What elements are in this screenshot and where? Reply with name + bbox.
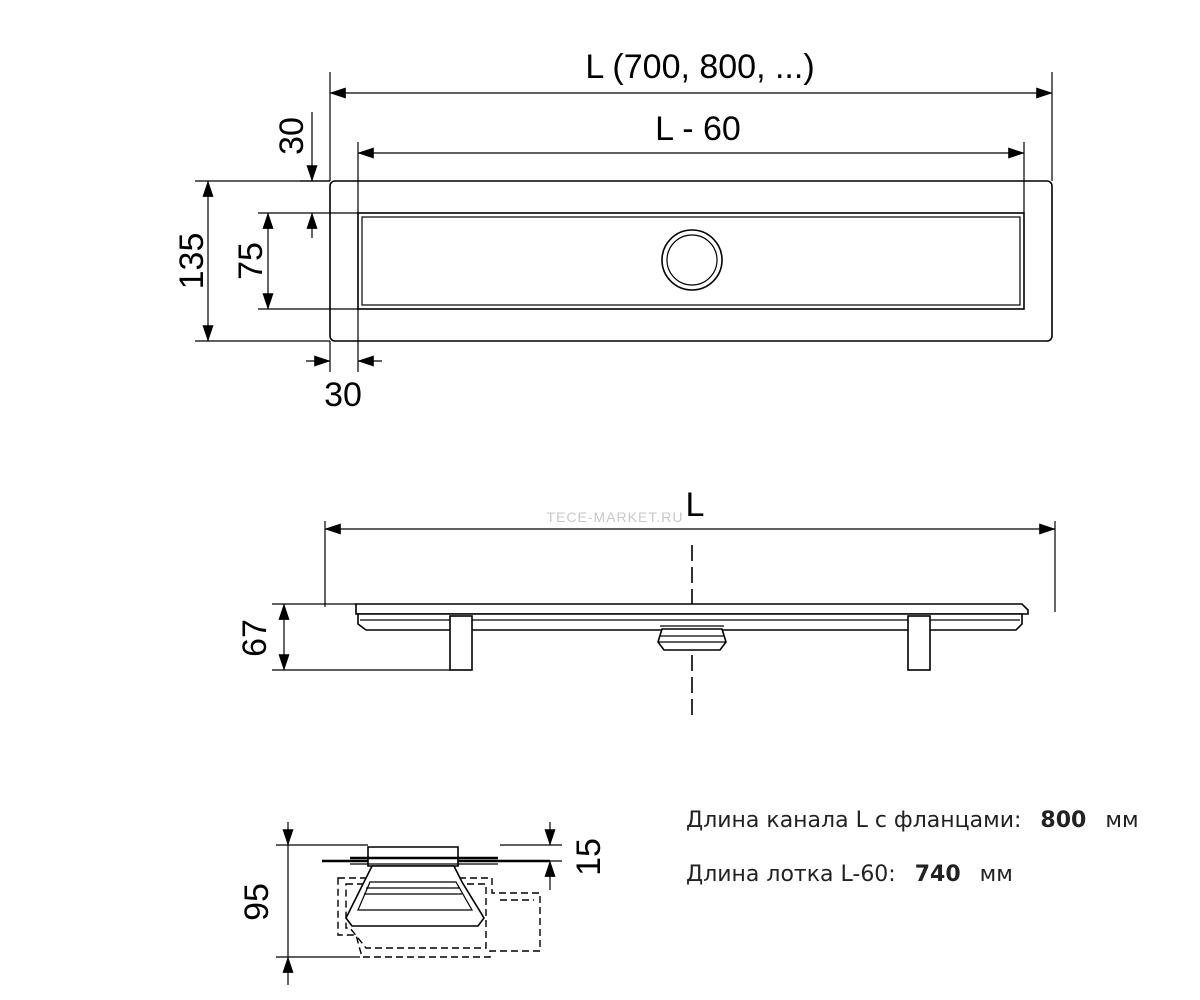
dim-side-length: L	[686, 486, 705, 524]
spec-unit: мм	[1105, 808, 1138, 833]
specs-block: Длина канала L с фланцами: 800 мм Длина …	[686, 808, 1139, 887]
dim-inner-width: 75	[232, 242, 270, 280]
spec-line-tray-length: Длина лотка L-60: 740 мм	[686, 862, 1013, 887]
channel-grate-inner	[361, 216, 1021, 306]
top-view: L (700, 800, ...) L - 60 135 75 30 30	[173, 48, 1053, 414]
channel-body	[357, 613, 1023, 631]
drain-outlet-inner	[666, 234, 718, 286]
section-grate	[367, 846, 459, 867]
spec-value: 740	[915, 862, 961, 887]
spec-label: Длина лотка L-60:	[686, 862, 896, 887]
spec-value: 800	[1040, 808, 1086, 833]
watermark: TECE-MARKET.RU	[547, 509, 684, 525]
dim-section-depth: 95	[238, 883, 276, 921]
dim-section-flange: 15	[570, 838, 608, 876]
section-funnel	[345, 865, 485, 927]
channel-grate	[357, 212, 1025, 310]
drain-outlet-outer	[661, 229, 723, 291]
channel-outer-frame	[329, 180, 1053, 342]
dim-top-offset: 30	[273, 117, 311, 155]
side-drain-outlet	[657, 628, 727, 651]
dim-side-height: 67	[236, 619, 274, 657]
dim-side-offset: 30	[324, 376, 362, 414]
dim-overall-length: L (700, 800, ...)	[585, 48, 814, 86]
dim-inner-length: L - 60	[655, 110, 741, 148]
channel-top-plate	[355, 603, 1029, 615]
spec-unit: мм	[980, 862, 1013, 887]
support-leg-left	[449, 615, 473, 671]
section-housing-dashed	[337, 877, 541, 958]
support-leg-right	[907, 615, 931, 671]
section-view: 95 15	[238, 822, 608, 985]
spec-line-channel-length: Длина канала L с фланцами: 800 мм	[686, 808, 1139, 833]
side-view: TECE-MARKET.RU L 67	[236, 486, 1056, 715]
spec-label: Длина канала L с фланцами:	[686, 808, 1021, 833]
dim-total-width: 135	[173, 233, 211, 290]
